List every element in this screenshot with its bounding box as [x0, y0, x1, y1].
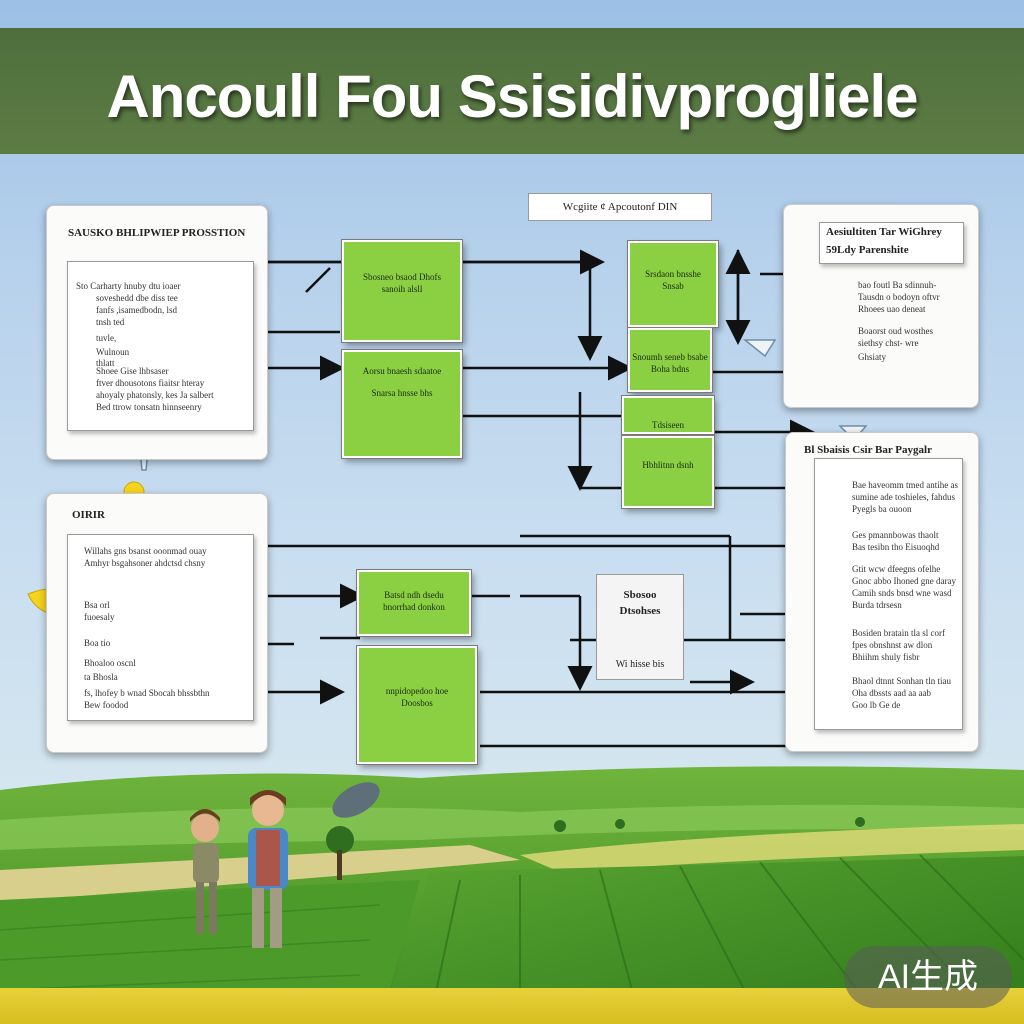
panel-text-line: sumine ade toshieles, fahdus: [852, 492, 955, 502]
panel-text-line: Burda tdrsesn: [852, 600, 902, 610]
page-title: Ancoull Fou Ssisidivprogliele: [106, 63, 918, 130]
process-box[interactable]: Sbosneo bsaod Dhofs sanoih alsll: [342, 240, 462, 342]
panel-text-line: Shoee Gise lhbsaser: [96, 366, 169, 376]
panel-text-line: tuvle,: [96, 333, 117, 343]
process-box-label: Tdsiseen: [652, 420, 684, 430]
panel-text-line: Pyegls ba ouoon: [852, 504, 912, 514]
panel-text-line: Ghsiaty: [858, 352, 886, 362]
process-box[interactable]: Aorsu bnaesh sdaatoe Snarsa hnsse bhs: [342, 350, 462, 458]
center-label: Wcgiite ¢ Apcoutonf DIN: [528, 193, 712, 221]
panel-text-line: Bed ttrow tonsatn hinnseenry: [96, 402, 202, 412]
panel-text-line: Wulnoun: [96, 347, 130, 357]
panel-text-line: bao foutl Ba sdinnuh-: [858, 280, 937, 290]
process-box-label: Sbosneo bsaod Dhofs: [363, 272, 441, 282]
info-card-title: Sbosoo: [623, 589, 657, 601]
panel-text-line: Amhyr bsgahsoner ahdctsd chsny: [84, 558, 206, 568]
process-box-label: Boha bdns: [650, 364, 690, 374]
panel-text-line: Tausdn o bodoyn oftvr: [858, 292, 940, 302]
process-box-label: nnpidopedoo hoe: [385, 686, 449, 696]
process-box-label: Aorsu bnaesh sdaatoe: [362, 366, 442, 376]
panel-top-right: [783, 204, 979, 408]
panel-text-line: soveshedd dbe diss tee: [96, 293, 178, 303]
process-box-label: bnorrhad donkon: [383, 602, 445, 612]
process-box[interactable]: Tdsiseen: [622, 396, 714, 434]
process-box[interactable]: Hbhlitnn dsnh: [622, 436, 714, 508]
panel-text-line: fpes obnshnst aw dlon: [852, 640, 933, 650]
panel-text-line: fanfs ,isamedbodn, lsd: [96, 305, 177, 315]
panel-top-right-subtitle: 59Ldy Parenshite: [826, 244, 909, 256]
title-banner: [0, 28, 1024, 154]
panel-text-line: fuoesaly: [84, 612, 115, 622]
process-box-label: Batsd ndh dsedu: [384, 590, 444, 600]
process-box-label: Hbhlitnn dsnh: [642, 460, 694, 470]
panel-top-left: [46, 205, 268, 460]
panel-text-line: Bas tesibn tho Eisuoqhd: [852, 542, 940, 552]
info-card-footer: Wi hisse bis: [615, 659, 665, 670]
panel-text-line: tnsh ted: [96, 317, 125, 327]
panel-text-line: ftver dhousotons fiaitsr hteray: [96, 378, 205, 388]
panel-text-line: ta Bhosla: [84, 672, 118, 682]
process-box-label: Doosbos: [401, 698, 433, 708]
process-box[interactable]: Batsd ndh dsedu bnorrhad donkon: [357, 570, 471, 636]
panel-text-line: Sto Carharty hnuby dtu ioaer: [76, 281, 181, 291]
panel-text-line: thlatt: [96, 358, 115, 368]
farmer-figures: [190, 790, 288, 948]
process-box[interactable]: Srsdaon bnsshe Snsab: [628, 241, 718, 327]
process-box[interactable]: nnpidopedoo hoe Doosbos: [357, 646, 477, 764]
process-box-label: Snoumh seneb bsabe: [632, 352, 708, 362]
process-box-label: Snsab: [662, 281, 684, 291]
panel-text-line: Boaorst oud wosthes: [858, 326, 933, 336]
panel-text-line: Bhoaloo oscnl: [84, 658, 136, 668]
process-box[interactable]: Snoumh seneb bsabe Boha bdns: [628, 328, 712, 392]
process-box-label: Srsdaon bnsshe: [645, 269, 701, 279]
ai-generated-watermark: AI生成: [844, 946, 1012, 1008]
panel-text-line: Willahs gns bsanst ooonmad ouay: [84, 546, 207, 556]
panel-text-line: Bosiden bratain tla sl corf: [852, 628, 945, 638]
process-box-label: Snarsa hnsse bhs: [371, 388, 433, 398]
process-box-label: sanoih alsll: [381, 284, 423, 294]
panel-text-line: Bew foodod: [84, 700, 129, 710]
panel-text-line: Bae haveomm tmed antihe as: [852, 480, 958, 490]
panel-bottom-right: [785, 432, 979, 752]
panel-text-line: Bsa orl: [84, 600, 110, 610]
panel-text-line: Gtit wcw dfeegns ofelhe: [852, 564, 941, 574]
panel-text-line: siethsy chst- wre: [858, 338, 919, 348]
panel-bottom-right-title: Bl Sbaisis Csir Bar Paygalr: [804, 444, 932, 456]
panel-text-line: Goo lb Ge de: [852, 700, 901, 710]
panel-text-line: fs, lhofey b wnad Sbocah bhssbthn: [84, 688, 210, 698]
panel-text-line: Rhoees uao deneat: [858, 304, 926, 314]
panel-top-right-title: Aesiultiten Tar WiGhrey: [826, 226, 942, 238]
panel-bottom-left: [46, 493, 268, 753]
panel-bottom-left-title: OIRIR: [72, 509, 106, 521]
panel-text-line: Camih snds bnsd wne wasd: [852, 588, 952, 598]
panel-text-line: Oha dbssts aad aa aab: [852, 688, 931, 698]
panel-top-left-title: SAUSKO BHLIPWIEP PROSSTION: [68, 227, 246, 239]
farm-landscape: [0, 766, 1024, 1024]
info-card[interactable]: Sbosoo Dtsohses Wi hisse bis: [596, 574, 684, 680]
info-card-subtitle: Dtsohses: [619, 605, 661, 617]
panel-text-line: ahoyaly phatonsly, kes Ja salbert: [96, 390, 214, 400]
panel-text-line: Bhiihm shuly fisbr: [852, 652, 920, 662]
panel-text-line: Ges pmannbowas thaolt: [852, 530, 939, 540]
panel-text-line: Bhaol dtnnt Sonhan tln tiau: [852, 676, 951, 686]
panel-text-line: Boa tio: [84, 638, 111, 648]
panel-text-line: Gnoc abbo Ihoned gne daray: [852, 576, 956, 586]
